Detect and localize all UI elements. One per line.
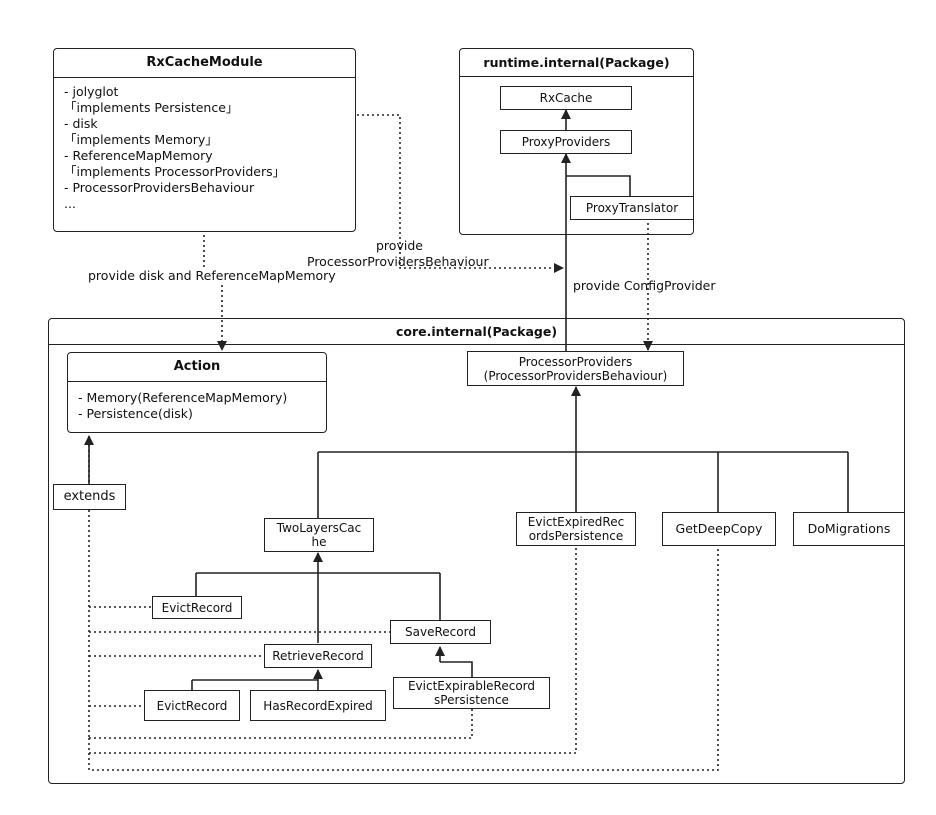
- edge-evictexpirable-saverecord: [440, 661, 473, 677]
- retrieverecord-node: RetrieveRecord: [264, 644, 372, 668]
- member-item: - Persistence(disk): [78, 406, 193, 421]
- hasrecordexpired-node: HasRecordExpired: [250, 690, 386, 721]
- member-item: 「implements ProcessorProviders」: [64, 164, 286, 179]
- rxcache-module-class: RxCacheModule - jolyglot 「implements Per…: [53, 48, 356, 232]
- evictexpirablerecordspersistence-node: EvictExpirableRecord sPersistence: [393, 677, 550, 709]
- rxcache-module-title: RxCacheModule: [54, 49, 355, 78]
- evictexpirable-line1: EvictExpirableRecord: [407, 679, 536, 693]
- evictexpiredrecordspersistence-node: EvictExpiredRec ordsPersistence: [516, 512, 636, 546]
- domigrations-node: DoMigrations: [793, 512, 905, 546]
- provide-behaviour-label-line1: provide: [376, 238, 423, 253]
- evictexpired-line2: ordsPersistence: [528, 529, 624, 543]
- saverecord-node: SaveRecord: [390, 620, 491, 644]
- processorproviders-node: ProcessorProviders (ProcessorProvidersBe…: [467, 351, 684, 386]
- provide-disk-label: provide disk and ReferenceMapMemory: [88, 268, 336, 283]
- runtime-package-title: runtime.internal(Package): [460, 49, 693, 77]
- member-item: 「implements Memory」: [64, 132, 218, 147]
- member-item: - disk: [64, 116, 98, 131]
- member-item: - Memory(ReferenceMapMemory): [78, 390, 288, 405]
- edge-provide-behaviour: [357, 114, 564, 273]
- evictrecord-upper-node: EvictRecord: [152, 596, 242, 619]
- twolayerscache-node: TwoLayersCac he: [264, 518, 374, 552]
- evictrecord-lower-node: EvictRecord: [144, 690, 240, 721]
- provide-behaviour-label-line2: ProcessorProvidersBehaviour: [307, 254, 489, 269]
- extends-label: extends: [53, 484, 126, 510]
- core-package-title: core.internal(Package): [49, 319, 904, 345]
- evictexpirable-line2: sPersistence: [434, 693, 509, 707]
- proxytranslator-node: ProxyTranslator: [570, 196, 694, 220]
- rxcache-node: RxCache: [500, 86, 632, 110]
- getdeepcopy-node: GetDeepCopy: [662, 512, 776, 546]
- twolayerscache-line1: TwoLayersCac: [276, 521, 362, 535]
- evictexpired-line1: EvictExpiredRec: [527, 515, 625, 529]
- rxcache-module-members: - jolyglot 「implements Persistence」 - di…: [54, 78, 355, 218]
- edge-proxytranslator-branch: [566, 175, 631, 196]
- action-title: Action: [68, 353, 326, 382]
- twolayerscache-line2: he: [311, 535, 327, 549]
- action-class: Action - Memory(ReferenceMapMemory) - Pe…: [67, 352, 327, 433]
- member-item: - ReferenceMapMemory: [64, 148, 213, 163]
- processorproviders-line1: ProcessorProviders: [518, 354, 633, 369]
- member-item: - ProcessorProvidersBehaviour: [64, 180, 255, 195]
- provide-config-label: provide ConfigProvider: [573, 278, 716, 293]
- runtime-package-panel: runtime.internal(Package): [459, 48, 694, 235]
- proxyproviders-node: ProxyProviders: [500, 130, 632, 154]
- member-item: 「implements Persistence」: [64, 100, 239, 115]
- processorproviders-line2: (ProcessorProvidersBehaviour): [483, 368, 668, 383]
- core-package-panel: core.internal(Package): [48, 318, 905, 784]
- member-item: ...: [64, 196, 76, 211]
- member-item: - jolyglot: [64, 84, 119, 99]
- action-members: - Memory(ReferenceMapMemory) - Persisten…: [68, 382, 326, 428]
